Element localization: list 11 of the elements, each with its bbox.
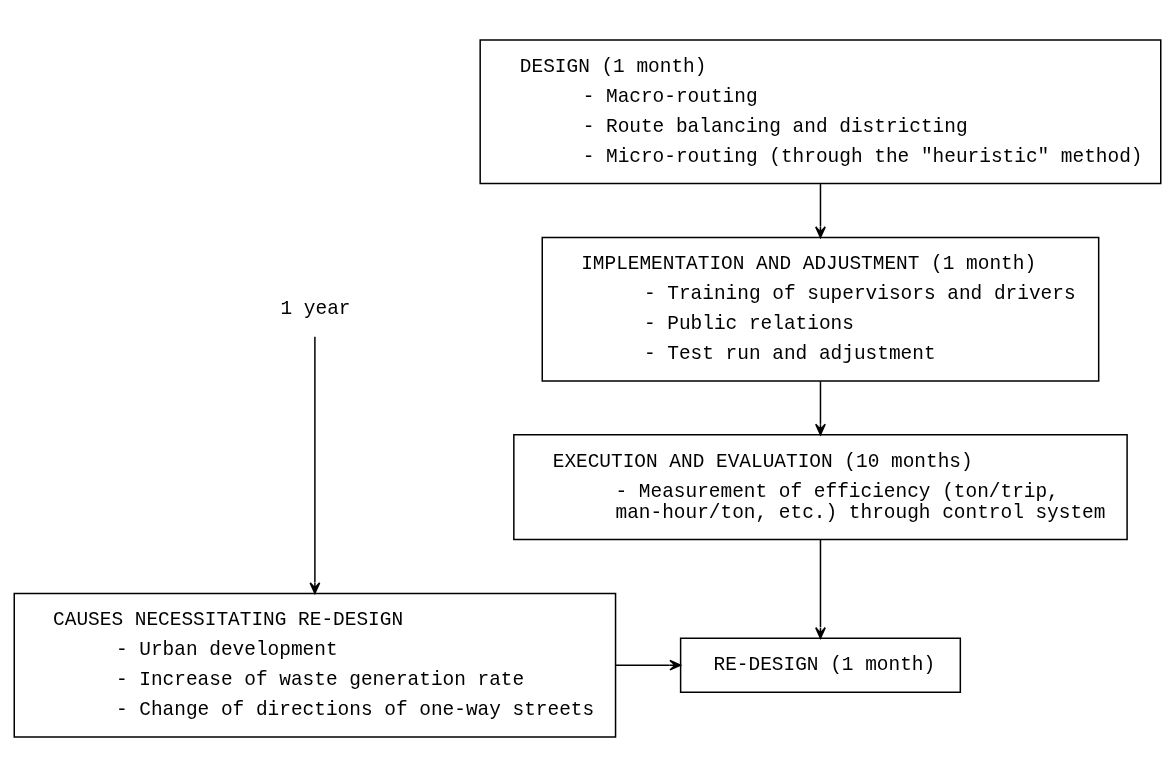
node-box: RE-DESIGN (1 month) (679, 637, 962, 693)
arrow (815, 380, 826, 436)
node-box: EXECUTION AND EVALUATION (10 months) - Measurement of efficiency (ton/trip, man-hour/ton, etc.) through control system (513, 434, 1128, 541)
arrow (815, 183, 826, 239)
node-box: CAUSES NECESSITATING RE-DESIGN - Urban development - Increase of waste generation rate - Change of directions of one-way streets (13, 592, 617, 738)
node-box: DESIGN (1 month) - Macro-routing - Route balancing and districting - Micro-routing (through the "heuristic" method) (479, 39, 1162, 185)
node-box: IMPLEMENTATION AND ADJUSTMENT (1 month) - Training of supervisors and drivers - Public relations - Test run and adjustment (541, 236, 1100, 382)
arrow (309, 335, 321, 595)
arrow (614, 659, 682, 671)
node-text: 1 year (280, 298, 351, 321)
arrow (815, 539, 826, 639)
